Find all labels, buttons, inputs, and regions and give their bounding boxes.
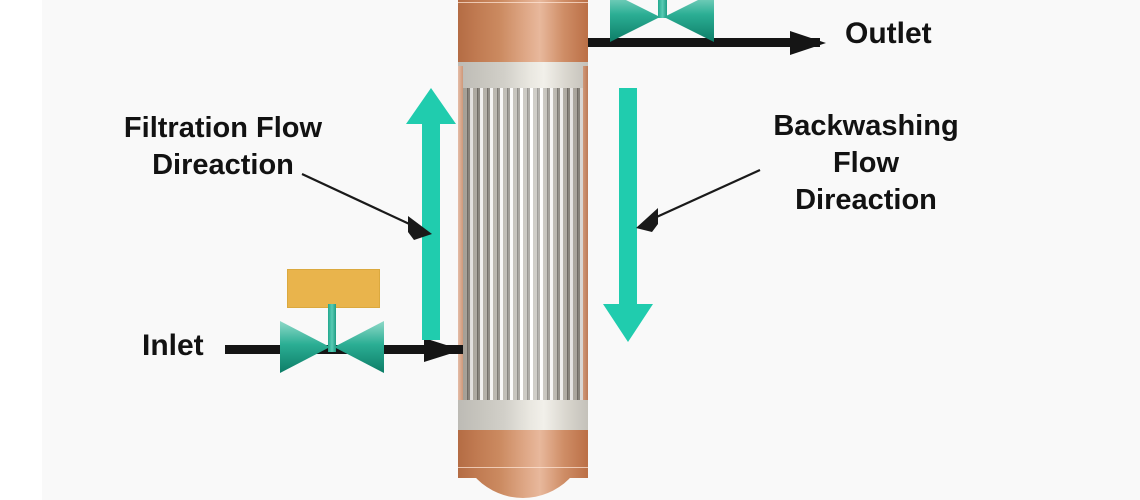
outlet-valve-stem [658, 0, 667, 18]
filtration-flow-label-line2: Direaction [152, 149, 294, 181]
membrane-bundle-shading [458, 88, 588, 400]
backwashing-flow-label: Backwashing Flow Direaction [738, 110, 994, 217]
diagram-background [42, 0, 1140, 500]
inlet-label: Inlet [142, 329, 204, 362]
backwashing-leader-line [636, 168, 761, 232]
outlet-label: Outlet [845, 17, 932, 50]
vessel-seam-line-top [458, 2, 588, 3]
inlet-valve[interactable] [278, 269, 386, 373]
filtration-leader-line [301, 173, 432, 240]
outlet-valve[interactable] [608, 0, 716, 44]
inlet-valve-body-icon [280, 321, 384, 373]
filtration-flow-label-line1: Filtration Flow [123, 112, 323, 144]
backwashing-flow-label-line2: Flow [832, 147, 900, 179]
backwashing-flow-label-line1: Backwashing [773, 110, 959, 142]
vessel-edge-right [583, 66, 588, 406]
inlet-arrowhead-icon [424, 338, 462, 362]
backwashing-flow-label-line3: Direaction [795, 184, 937, 216]
filtration-flow-label: Filtration Flow Direaction [88, 112, 358, 182]
vessel-copper-top-shell [458, 0, 588, 62]
vessel-copper-bottom-shell [458, 430, 588, 478]
outlet-valve-body-icon [610, 0, 714, 42]
vessel-seam-line-bottom [458, 467, 588, 468]
inlet-valve-stem [328, 304, 336, 352]
vessel-edge-left [458, 66, 463, 406]
backwashing-flow-arrow-icon [603, 88, 653, 342]
inlet-valve-actuator[interactable] [287, 269, 380, 308]
outlet-pipe [588, 38, 820, 47]
vessel-upper-flange-band [458, 62, 588, 88]
filtration-flow-arrow-icon [406, 88, 456, 340]
outlet-arrowhead-icon [790, 31, 826, 55]
membrane-filter-vessel [458, 0, 588, 498]
membrane-bundle [458, 88, 588, 400]
vessel-lower-flange-band [458, 400, 588, 430]
